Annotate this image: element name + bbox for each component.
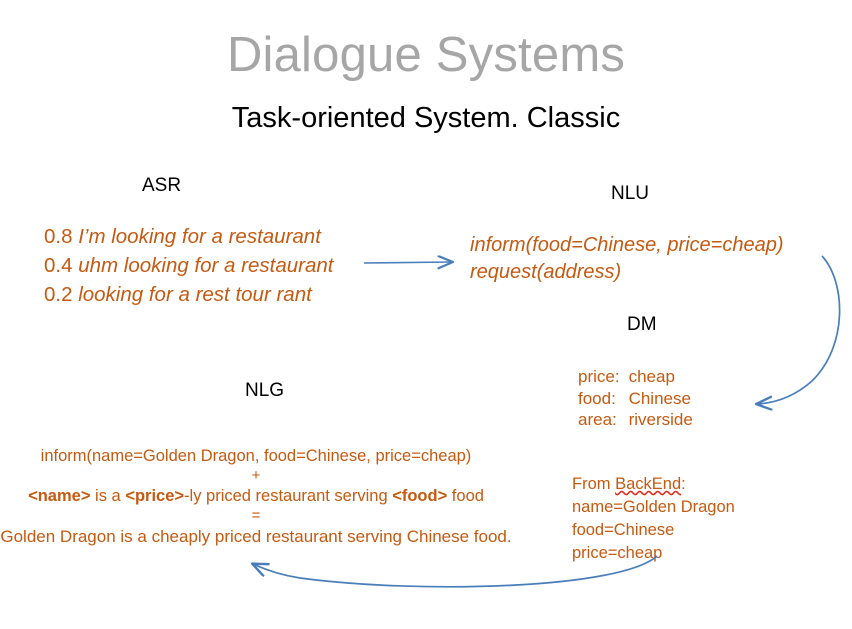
nlu-output-block: inform(food=Chinese, price=cheap) reques…: [470, 232, 784, 286]
backend-result-block: From BackEnd: name=Golden Dragon food=Ch…: [572, 473, 735, 565]
backend-heading-term: BackEnd: [615, 475, 682, 493]
dm-state-row: price: cheap: [578, 366, 693, 388]
asr-hypothesis-row: 0.8 I’m looking for a restaurant: [44, 222, 333, 251]
stage-label-asr: ASR: [142, 175, 182, 196]
asr-to-nlu-arrow: [363, 262, 452, 263]
backend-heading-prefix: From: [572, 475, 616, 493]
asr-hypothesis-text: looking for a rest tour rant: [78, 283, 312, 306]
nlg-template-text: food: [447, 487, 484, 505]
asr-hypothesis-row: 0.2 looking for a rest tour rant: [44, 280, 333, 309]
nlg-template-text: -ly priced restaurant serving: [184, 487, 393, 505]
asr-hypothesis-score: 0.8: [44, 225, 73, 248]
dm-state-key: price:: [578, 367, 620, 386]
asr-hypothesis-score: 0.2: [44, 283, 73, 306]
dm-state-block: price: cheap food: Chinese area: riversi…: [578, 366, 693, 431]
nlg-plus-operator: +: [251, 467, 261, 484]
nlg-placeholder-name: <name>: [28, 487, 91, 505]
asr-hypothesis-text: uhm looking for a restaurant: [78, 254, 334, 277]
stage-label-nlu: NLU: [611, 183, 650, 204]
stage-label-nlg: NLG: [245, 380, 285, 401]
nlg-dialogue-act: inform(name=Golden Dragon, food=Chinese,…: [40, 447, 472, 465]
backend-heading: From BackEnd:: [572, 473, 735, 496]
backend-result-line: price=cheap: [572, 544, 663, 562]
nlg-realization: Golden Dragon is a cheaply priced restau…: [0, 527, 512, 546]
nlu-output-line: request(address): [470, 261, 622, 283]
asr-hypothesis-score: 0.4: [44, 254, 73, 277]
asr-hypothesis-list: 0.8 I’m looking for a restaurant 0.4 uhm…: [44, 222, 333, 309]
asr-hypothesis-row: 0.4 uhm looking for a restaurant: [44, 251, 333, 280]
nlg-placeholder-food: <food>: [392, 487, 448, 505]
backend-result-line: food=Chinese: [572, 521, 675, 539]
dm-state-key: area:: [578, 410, 617, 429]
nlg-block: inform(name=Golden Dragon, food=Chinese,…: [0, 445, 512, 549]
nlg-equals-operator: =: [251, 507, 261, 524]
nlu-output-line: inform(food=Chinese, price=cheap): [470, 234, 784, 256]
dm-state-row: food: Chinese: [578, 388, 693, 410]
page-subtitle: Task-oriented System. Classic: [231, 102, 621, 134]
dm-state-key: food:: [578, 388, 616, 408]
stage-label-dm: DM: [627, 314, 657, 335]
dm-state-value: cheap: [628, 367, 675, 386]
asr-hypothesis-text: I’m looking for a restaurant: [78, 225, 321, 248]
nlg-template-text: is a: [90, 487, 126, 505]
backend-heading-suffix: :: [681, 475, 686, 493]
dm-state-value: Chinese: [628, 388, 691, 408]
dm-state-table: price: cheap food: Chinese area: riversi…: [578, 366, 693, 431]
page-title: Dialogue Systems: [226, 28, 626, 82]
nlg-placeholder-price: <price>: [125, 487, 185, 505]
nlg-template: <name> is a <price>-ly priced restaurant…: [0, 485, 512, 507]
backend-result-line: name=Golden Dragon: [572, 498, 735, 516]
dm-state-row: area: riverside: [578, 409, 693, 431]
dm-state-value: riverside: [628, 410, 693, 429]
